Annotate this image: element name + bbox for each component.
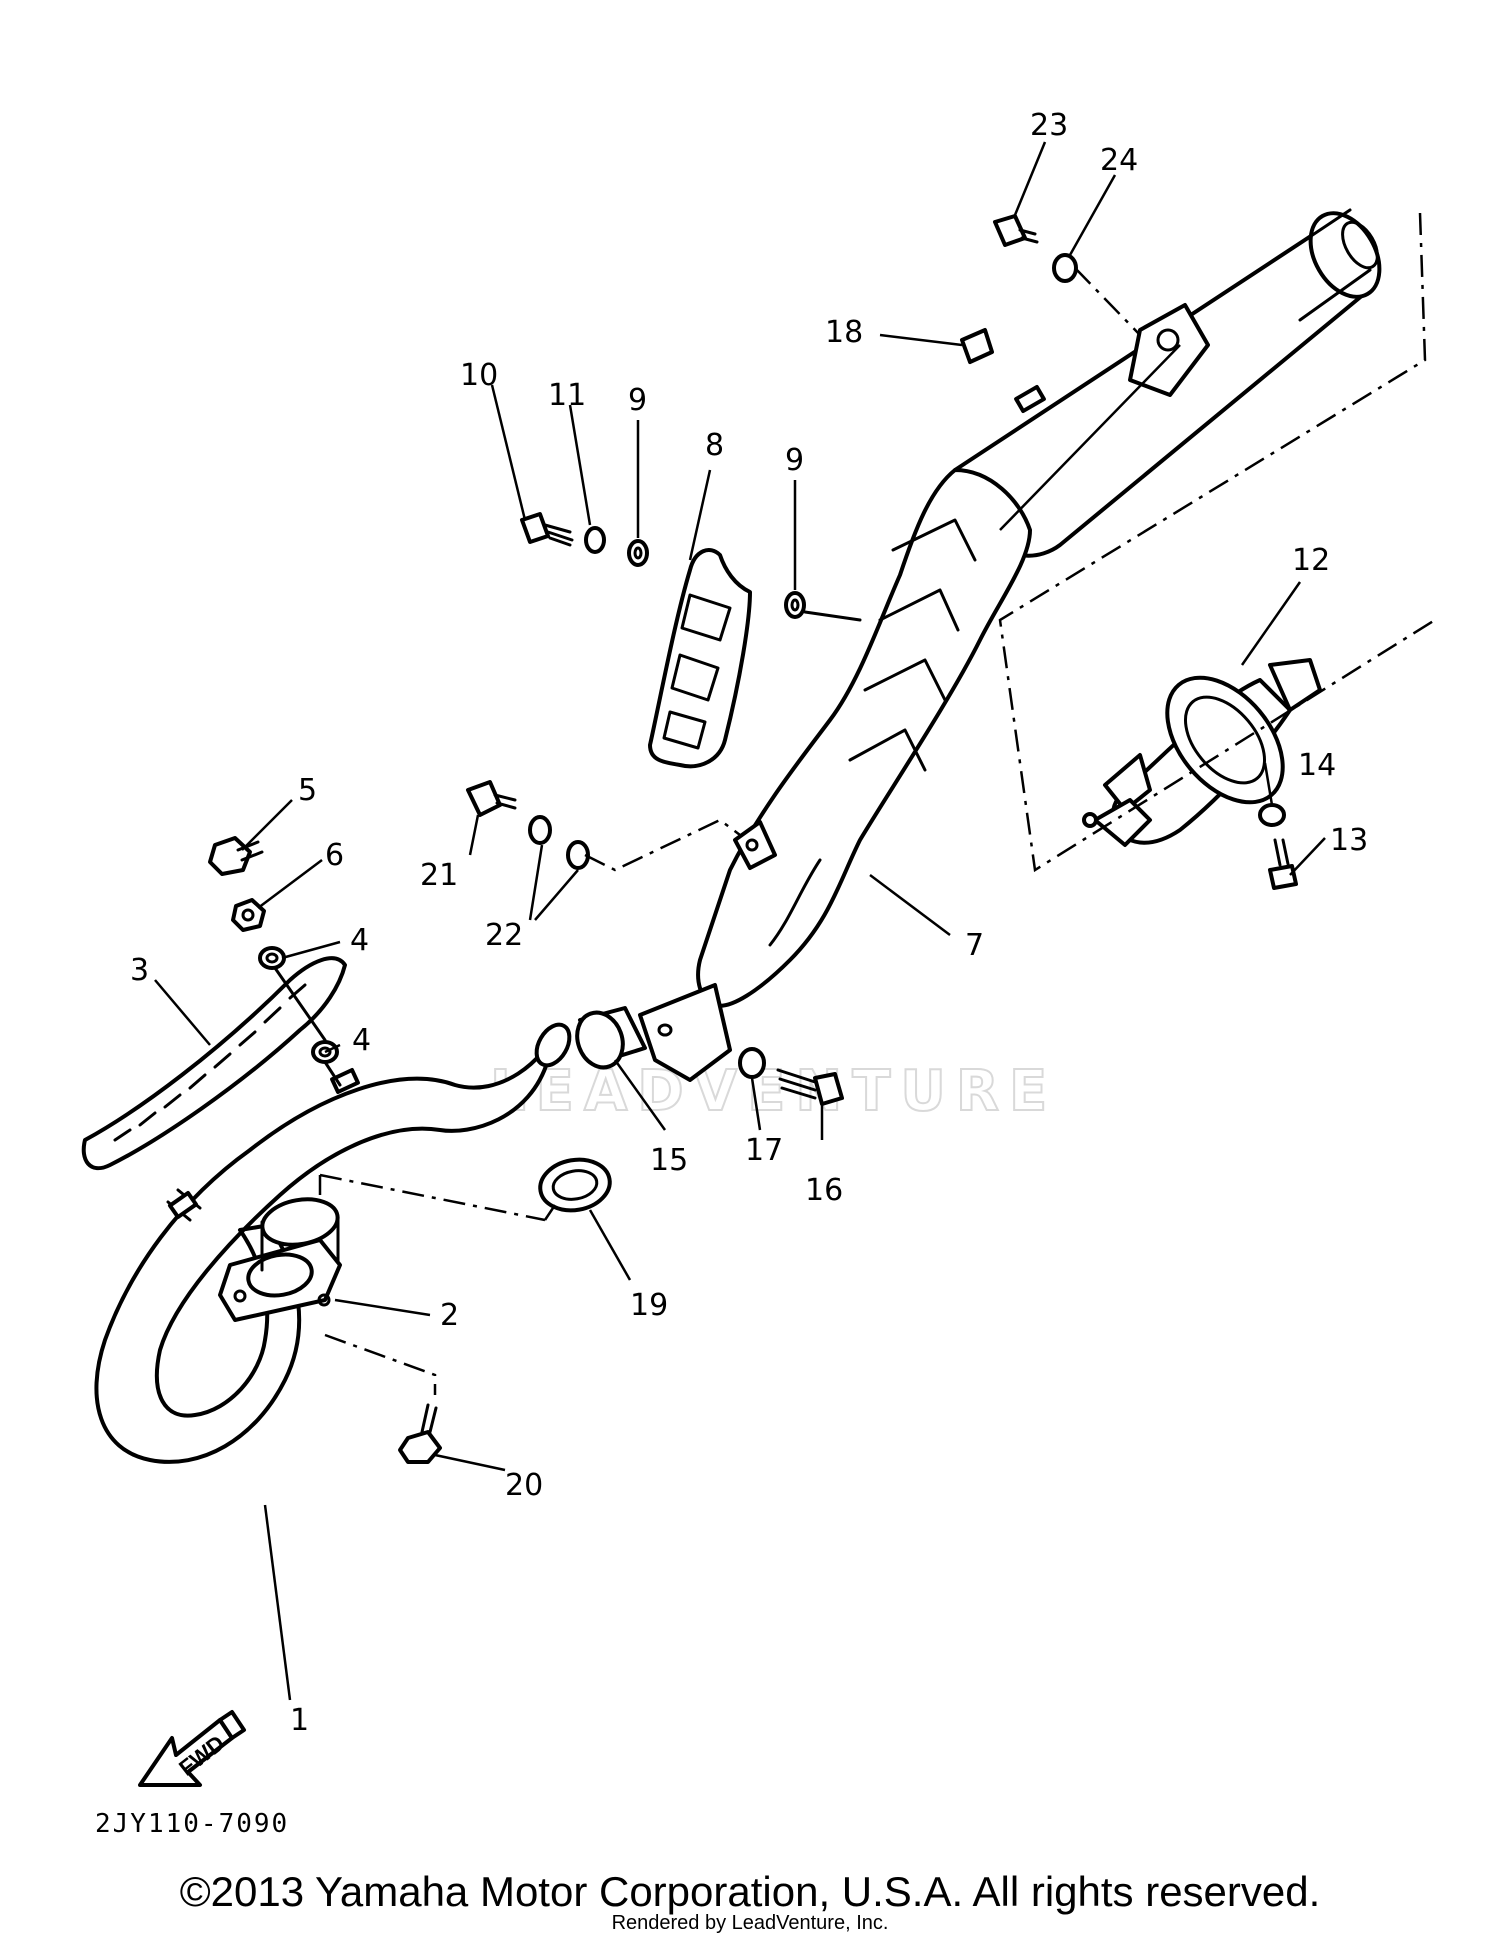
bolt-part-10 [520,512,574,547]
gasket-part-15 [575,1006,647,1070]
bolt-part-20 [398,1403,442,1464]
washer-part-24 [1052,253,1078,283]
spark-arrester-part-12 [1082,658,1322,847]
callout-20: 20 [505,1468,543,1503]
washer-part-22a [528,815,552,845]
callout-12: 12 [1292,543,1330,578]
callout-22: 22 [485,918,523,953]
washer-part-4a [258,946,286,970]
callout-19: 19 [630,1288,668,1323]
callout-8: 8 [705,428,724,463]
nut-part-6 [231,898,266,932]
bolt-part-23 [993,214,1039,247]
callout-23: 23 [1030,108,1068,143]
rendered-by-notice: Rendered by LeadVenture, Inc. [611,1912,889,1934]
callout-16: 16 [805,1173,843,1208]
leader-lines [154,141,1326,1701]
callout-labels: 1 2 3 4 4 5 6 7 8 9 9 10 11 12 13 14 15 … [130,108,1368,1738]
alignment-line-2 [324,1333,437,1395]
callout-9b: 9 [785,443,804,478]
callout-18: 18 [825,315,863,350]
callout-17: 17 [745,1133,783,1168]
alignment-line-1 [318,1173,557,1222]
callout-21: 21 [420,858,458,893]
callout-11: 11 [548,378,586,413]
alignment-line-3 [584,818,741,872]
callout-1: 1 [290,1703,309,1738]
callout-9a: 9 [628,383,647,418]
callout-5: 5 [298,773,317,808]
diagram-code: 2JY110-7090 [95,1809,289,1839]
heat-protector-part-3 [81,956,347,1171]
callout-14: 14 [1298,748,1336,783]
alignment-line-4 [1074,267,1141,336]
bolt-part-5 [208,836,264,876]
callout-15: 15 [650,1143,688,1178]
washer-part-22b [566,840,590,870]
callout-4a: 4 [350,923,369,958]
callout-4b: 4 [352,1023,371,1058]
watermark: LEADVENTURE [490,1059,1057,1124]
callout-2: 2 [440,1298,459,1333]
bolt-part-13 [1268,838,1298,890]
callout-3: 3 [130,953,149,988]
copyright-notice: ©2013 Yamaha Motor Corporation, U.S.A. A… [179,1868,1321,1915]
washer-part-17 [738,1047,766,1079]
heat-protector-part-8 [648,548,752,769]
exhaust-pipe [94,1022,572,1464]
callout-7: 7 [965,928,984,963]
callout-6: 6 [325,838,344,873]
washer-part-14 [1258,803,1286,827]
washer-part-11 [584,526,606,554]
callout-10: 10 [460,358,498,393]
fwd-arrow-icon: FWD [138,1710,246,1787]
washer-part-9a [627,539,649,567]
alignment-line-5 [998,212,1436,873]
bolt-part-21 [466,780,517,817]
gasket-part-19 [538,1157,612,1213]
mount-path-9 [803,610,862,622]
callout-13: 13 [1330,823,1368,858]
silencer-part-7 [638,208,1382,1082]
callout-24: 24 [1100,143,1138,178]
bolt-path [273,966,342,1087]
washer-part-9b [784,591,806,619]
grommet-part-18 [960,328,994,364]
flange-part-2 [218,1197,342,1322]
bolt-part-16 [776,1068,844,1106]
connect-line-24 [999,344,1181,531]
